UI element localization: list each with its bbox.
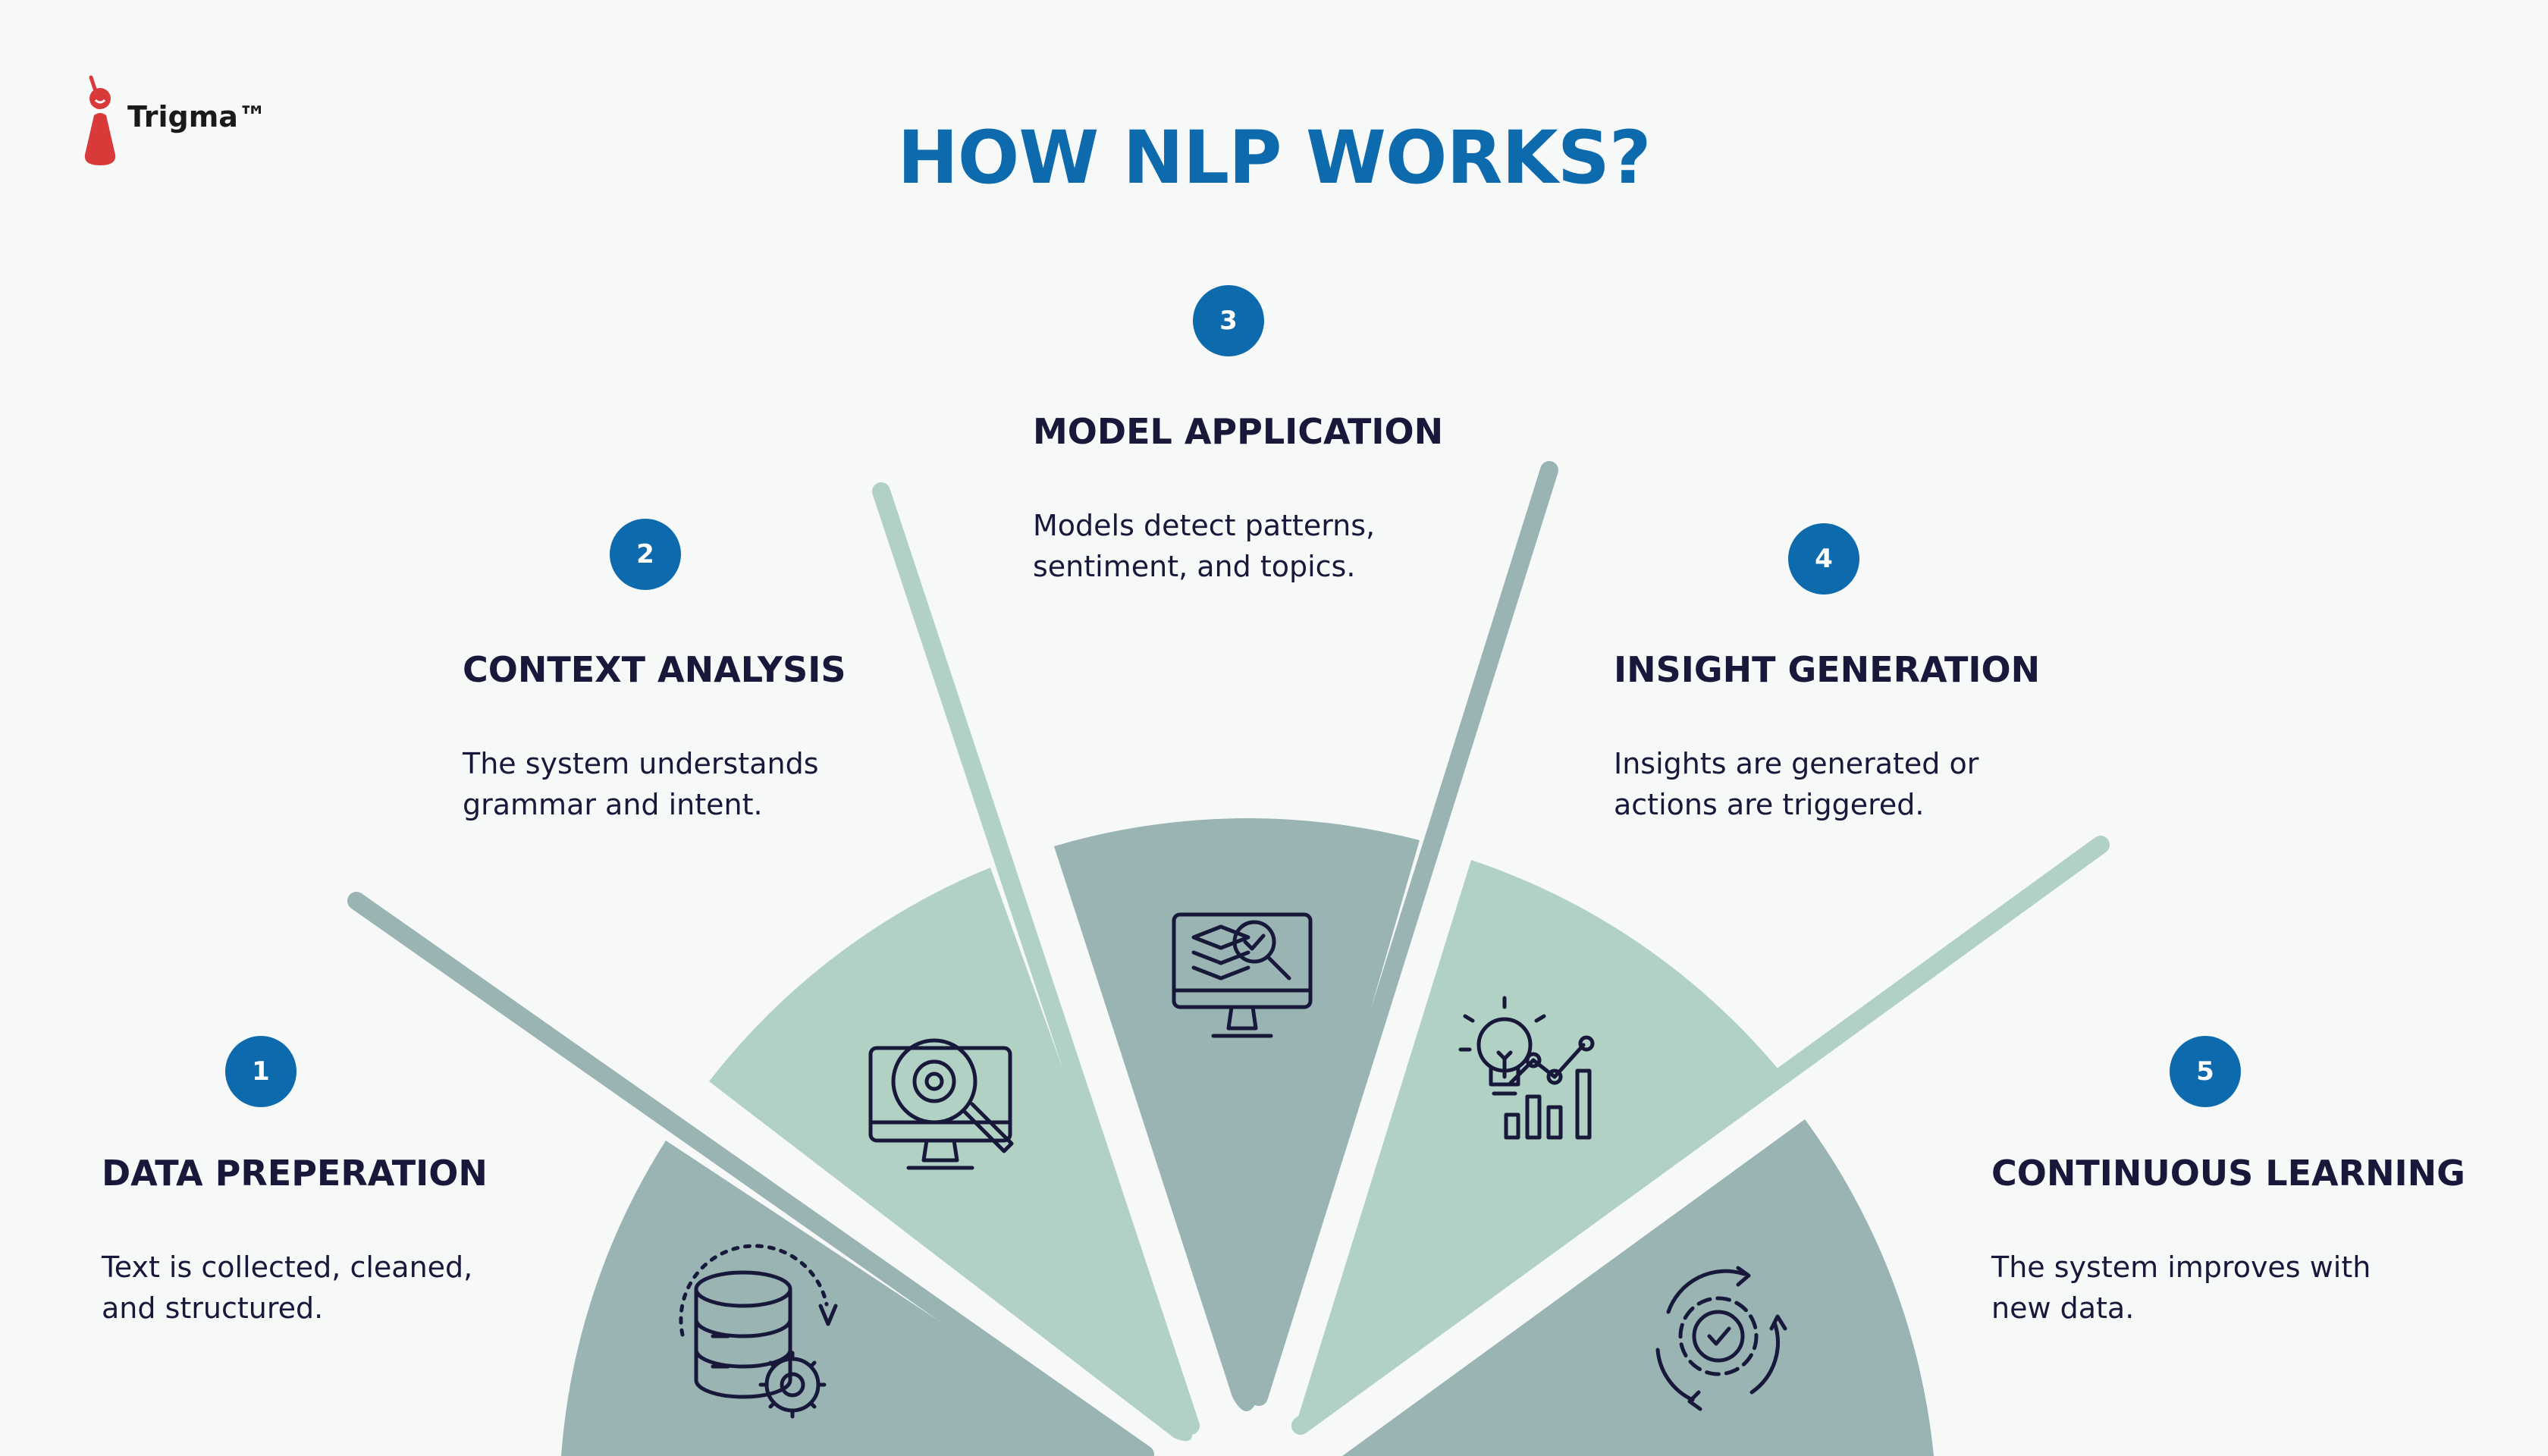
segment-3: [1054, 818, 1420, 1411]
gear-cycle-icon: [1655, 1266, 1787, 1411]
step-number-badge: 2: [610, 519, 681, 590]
step-number-badge: 5: [2170, 1036, 2241, 1107]
step-description: Insights are generated or actions are tr…: [1614, 743, 2038, 825]
monitor-layers-check-icon: [1172, 912, 1313, 1038]
segment-1: [561, 1141, 1144, 1456]
step-description: Models detect patterns, sentiment, and t…: [1033, 505, 1458, 587]
logo-text: Trigma™: [127, 100, 267, 133]
segment-4: [1295, 860, 1778, 1434]
step-number-badge: 4: [1788, 523, 1859, 595]
step-description-line: new data.: [1991, 1291, 2135, 1325]
logo-mark-icon: [84, 75, 116, 165]
ray-2: [872, 482, 1200, 1435]
step-number-badge: 3: [1193, 285, 1264, 356]
step-description-line: and structured.: [102, 1291, 324, 1325]
step-description-line: Insights are generated or: [1614, 747, 1979, 780]
database-gear-icon: [679, 1244, 838, 1419]
step-title: CONTEXT ANALYSIS: [463, 649, 846, 690]
step-title: CONTINUOUS LEARNING: [1991, 1153, 2465, 1194]
monitor-gear-search-icon: [868, 1038, 1014, 1170]
step-description: The system improves with new data.: [1991, 1247, 2416, 1329]
step-description-line: Text is collected, cleaned,: [102, 1250, 473, 1284]
step-description-line: actions are triggered.: [1614, 788, 1925, 821]
ray-4: [1291, 836, 2110, 1435]
step-description-line: The system improves with: [1991, 1250, 2371, 1284]
segment-5: [1342, 1119, 1934, 1456]
step-title: INSIGHT GENERATION: [1614, 649, 2041, 690]
ray-3: [1250, 461, 1558, 1406]
ray-1: [347, 892, 1154, 1456]
page-title: HOW NLP WORKS?: [897, 115, 1651, 200]
step-description-line: Models detect patterns,: [1033, 509, 1376, 542]
lightbulb-chart-icon: [1458, 996, 1595, 1140]
step-title: DATA PREPERATION: [102, 1153, 488, 1194]
step-number-badge: 1: [225, 1036, 297, 1107]
step-description-line: sentiment, and topics.: [1033, 550, 1356, 583]
step-description-line: grammar and intent.: [463, 788, 763, 821]
step-description: Text is collected, cleaned, and structur…: [102, 1247, 526, 1329]
step-description-line: The system understands: [463, 747, 819, 780]
step-title: MODEL APPLICATION: [1033, 411, 1444, 452]
trigma-logo: Trigma™: [76, 73, 273, 171]
step-description: The system understands grammar and inten…: [463, 743, 887, 825]
segment-2: [709, 868, 1193, 1442]
